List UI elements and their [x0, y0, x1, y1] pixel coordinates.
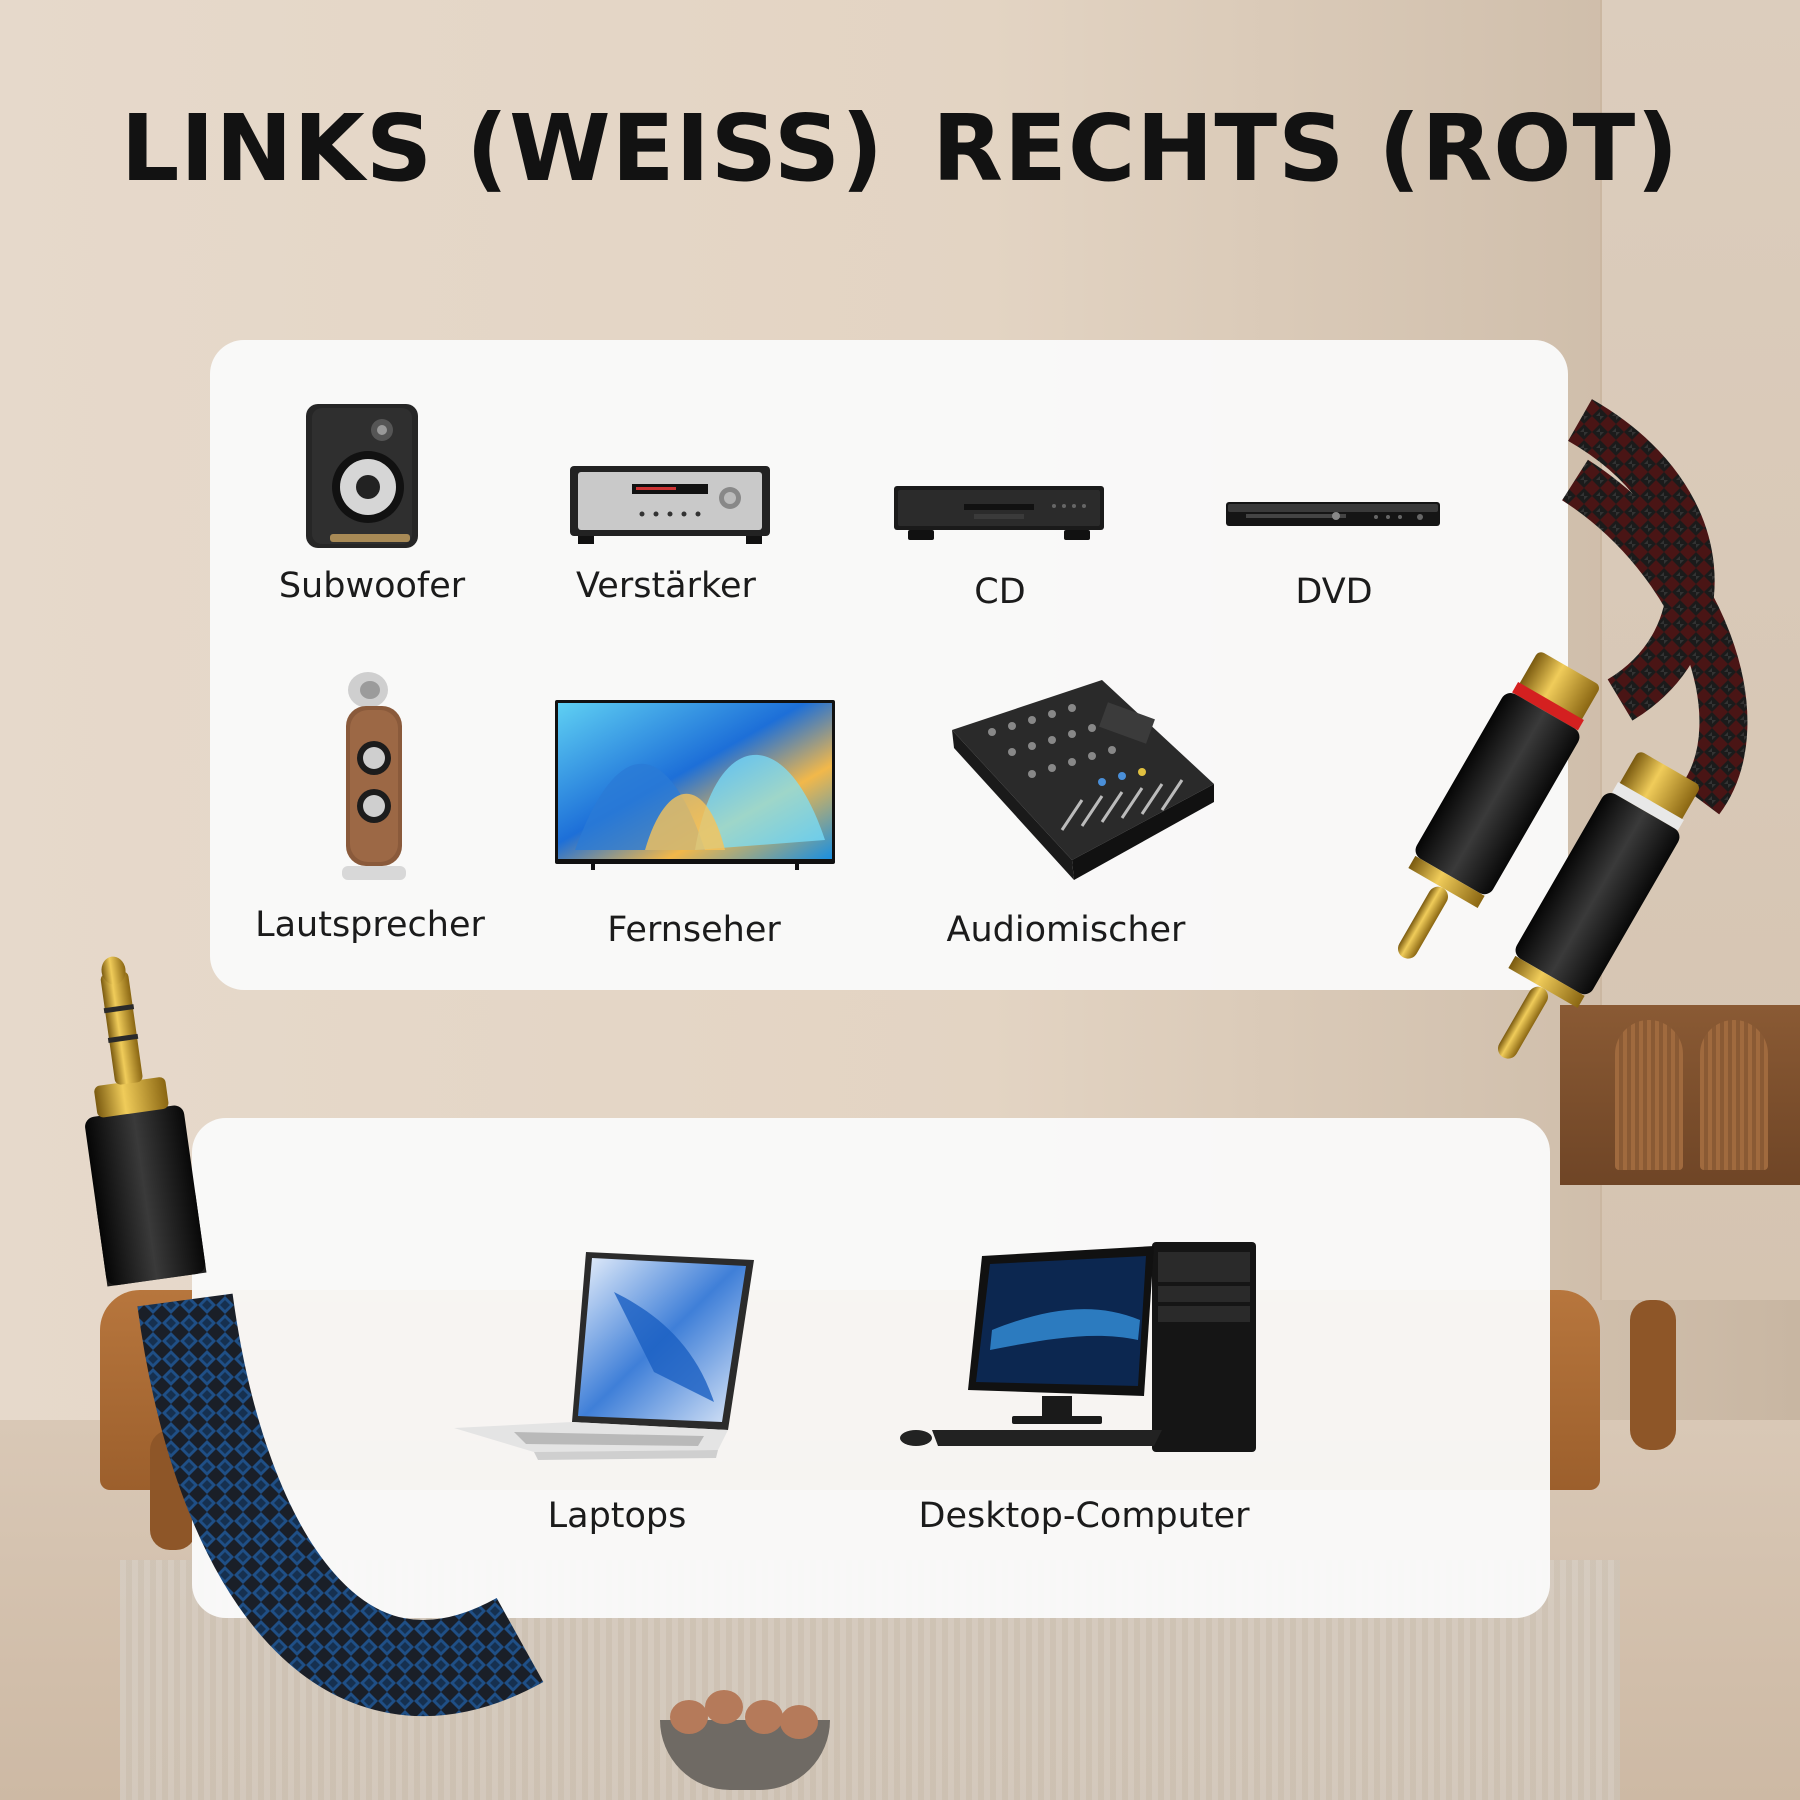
laptop-icon	[454, 1252, 764, 1470]
television-icon	[555, 700, 835, 870]
dvd-player-icon	[1226, 500, 1440, 530]
cabinet-door	[1700, 1020, 1768, 1170]
fruit	[745, 1700, 783, 1734]
device-label-mixer: Audiomischer	[946, 910, 1186, 950]
device-label-desktop: Desktop-Computer	[918, 1496, 1250, 1536]
headline-left: LINKS (WEISS)	[120, 95, 885, 202]
device-label-subwoofer: Subwoofer	[278, 566, 466, 606]
device-label-cd: CD	[974, 572, 1026, 612]
jack-plug-3-5mm	[85, 956, 207, 1287]
fruit	[780, 1705, 818, 1739]
rca-plug-red	[1398, 652, 1599, 959]
headline-right: RECHTS (ROT)	[932, 95, 1680, 202]
device-label-laptop: Laptops	[547, 1496, 687, 1536]
fruit	[670, 1700, 708, 1734]
device-card-bottom: Laptops Desktop-Computer	[192, 1118, 1550, 1618]
amplifier-icon	[570, 466, 770, 546]
device-label-dvd: DVD	[1295, 572, 1373, 612]
rca-plug-white	[1498, 752, 1699, 1059]
device-label-floor-speaker: Lautsprecher	[255, 905, 485, 945]
studio-monitor-icon	[302, 402, 422, 552]
sofa-leg	[1630, 1300, 1676, 1450]
cabinet-door	[1615, 1020, 1683, 1170]
desktop-computer-icon	[892, 1240, 1292, 1480]
floor-speaker-icon	[330, 670, 420, 890]
headline: LINKS (WEISS) RECHTS (ROT)	[0, 95, 1800, 202]
fruit	[705, 1690, 743, 1724]
device-label-tv: Fernseher	[607, 910, 781, 950]
device-card-top: Subwoofer Verstärker	[210, 340, 1568, 990]
audio-mixer-icon	[952, 680, 1214, 880]
cd-player-icon	[894, 486, 1104, 542]
device-label-amplifier: Verstärker	[576, 566, 756, 606]
